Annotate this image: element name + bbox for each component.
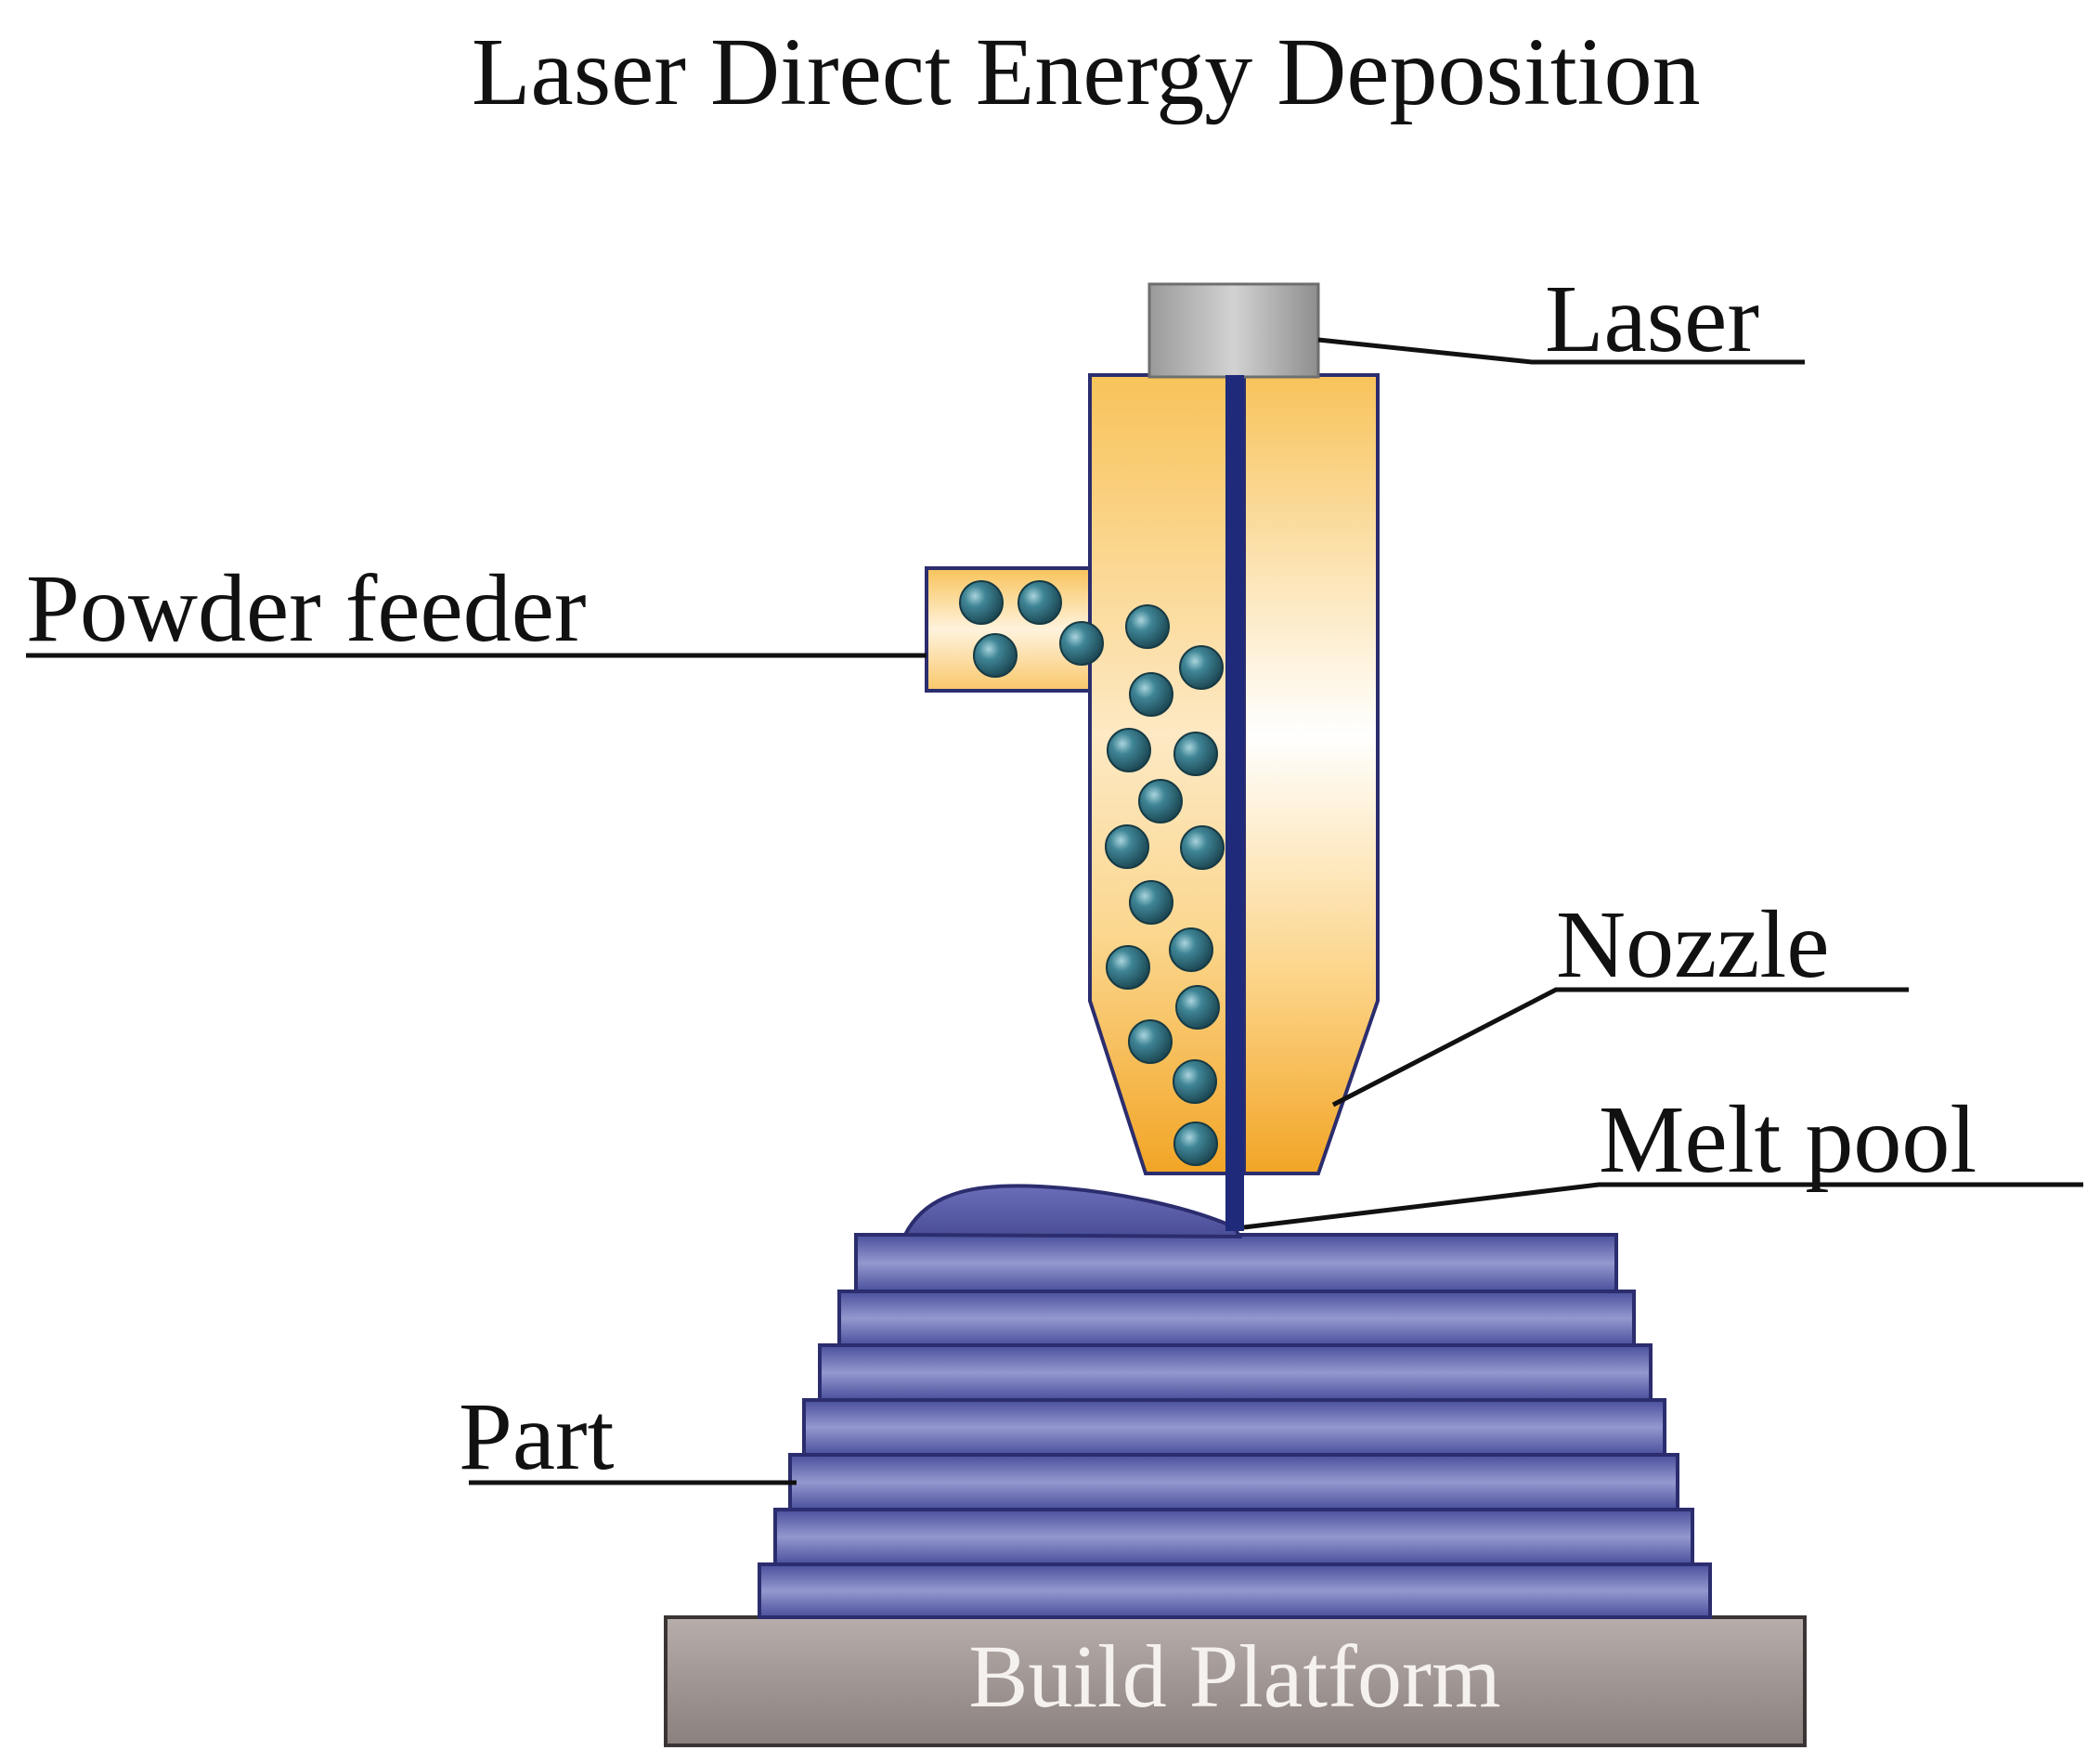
leader-lines [26, 337, 2083, 1485]
powder-particle [1129, 672, 1173, 717]
part-layer [788, 1453, 1679, 1511]
part-layer [837, 1290, 1636, 1347]
label-powder-feeder: Powder feeder [26, 555, 586, 662]
powder-particle [1107, 728, 1151, 772]
melt-pool-leader [1243, 1182, 2083, 1230]
powder-particle [1128, 1019, 1173, 1064]
powder-particle [973, 633, 1018, 678]
powder-particle [1169, 927, 1213, 972]
powder-particle [1138, 779, 1183, 823]
part-layer [818, 1343, 1653, 1402]
powder-particle [1173, 1121, 1218, 1166]
label-part: Part [459, 1383, 615, 1490]
powder-particle [1105, 824, 1149, 869]
powder-particle [1179, 645, 1224, 690]
build-platform-label: Build Platform [968, 1627, 1500, 1726]
powder-particle [1180, 825, 1225, 870]
powder-particle [1018, 580, 1062, 625]
powder-particle [1175, 985, 1220, 1030]
nozzle-right-wall [1242, 373, 1380, 1175]
powder-particle [959, 580, 1004, 625]
laser-head [1147, 282, 1320, 379]
powder-particle [1125, 604, 1170, 649]
melt-pool [901, 1184, 1243, 1239]
powder-particle [1059, 621, 1104, 666]
label-melt-pool: Melt pool [1599, 1086, 1977, 1193]
laser-leader [1317, 337, 1805, 365]
part-layer [758, 1562, 1712, 1619]
part-layers [758, 1233, 1712, 1619]
powder-particle [1173, 732, 1218, 776]
part-layer [854, 1233, 1618, 1293]
diagram-title: Laser Direct Energy Deposition [472, 19, 1701, 125]
powder-particles [959, 580, 1225, 1166]
label-laser: Laser [1545, 266, 1759, 372]
powder-particle [1106, 945, 1150, 990]
build-platform: Build Platform [664, 1615, 1807, 1747]
part-layer [773, 1508, 1694, 1566]
part-layer [802, 1398, 1666, 1457]
label-nozzle: Nozzle [1556, 891, 1829, 998]
powder-particle [1129, 880, 1173, 925]
nozzle-leader [1331, 987, 1909, 1108]
laser-beam [1225, 375, 1244, 1231]
powder-particle [1173, 1059, 1217, 1104]
